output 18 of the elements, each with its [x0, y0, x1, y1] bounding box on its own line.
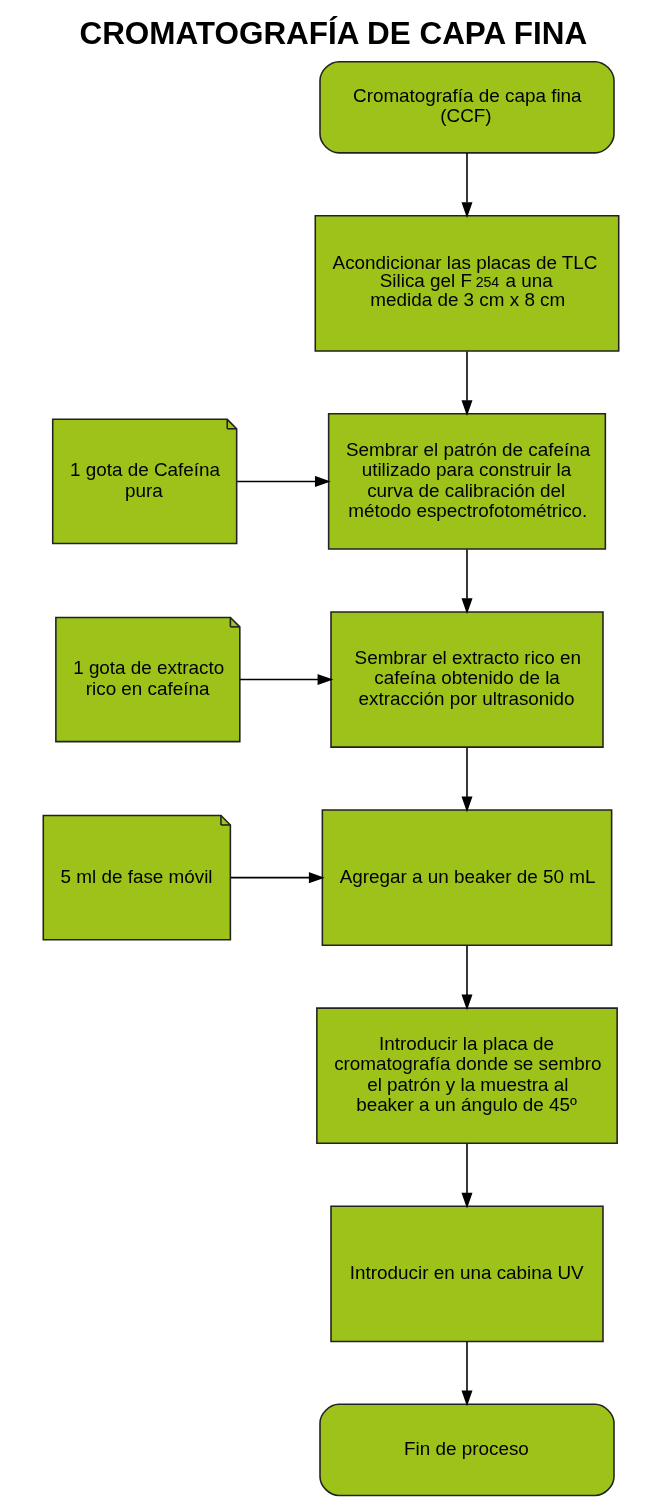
- diagram-title: CROMATOGRAFÍA DE CAPA FINA: [78, 16, 587, 52]
- arrow: [461, 944, 472, 1011]
- arrow: [238, 674, 333, 686]
- arrow: [235, 475, 331, 487]
- arrow: [461, 1143, 472, 1209]
- arrow: [461, 350, 472, 416]
- arrow: [229, 872, 325, 884]
- arrow: [461, 746, 472, 813]
- node-box: Introducir la placa de cromatografía donde se sembro el patrón y la muestra al beaker a un ángulo de 45º: [315, 1007, 618, 1145]
- arrow: [461, 1340, 472, 1407]
- node-box: Sembrar el patrón de cafeína utilizado para construir la curva de calibración del método espectrofotométrico.: [327, 413, 606, 550]
- arrow: [461, 152, 472, 218]
- node-box: Introducir en una cabina UV: [329, 1205, 604, 1343]
- arrow: [461, 548, 472, 615]
- node-box: Agregar a un beaker de 50 mL: [321, 809, 612, 947]
- node-box: Fin de proceso: [318, 1403, 615, 1497]
- node-box: Sembrar el extracto rico en cafeína obtenido de la extracción por ultrasonido: [329, 611, 604, 748]
- node-box: Cromatografía de capa fina (CCF): [318, 60, 615, 154]
